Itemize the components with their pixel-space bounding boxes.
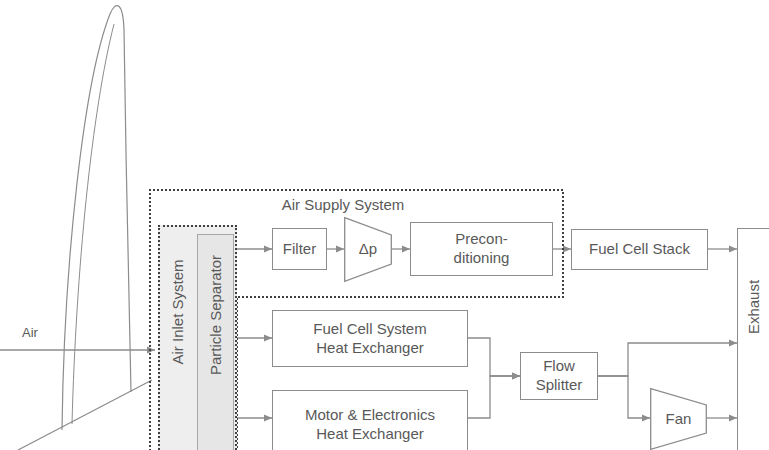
- flow-connector: [327, 248, 344, 249]
- box-label: Filter: [283, 240, 316, 259]
- box-label: Flow Splitter: [526, 357, 592, 395]
- box-label: Fuel Cell Stack: [589, 240, 690, 259]
- flow-connector: [234, 337, 272, 338]
- fan-symbol: Fan: [650, 388, 707, 450]
- vertical-label: Particle Separator: [207, 255, 225, 375]
- flow-connector: [468, 376, 520, 418]
- strut-inner-line: [72, 24, 114, 424]
- vertical-label: Air Inlet System: [169, 259, 187, 364]
- box-label: Δp: [359, 240, 377, 259]
- exhaust-box: Exhaust: [737, 228, 769, 450]
- process-box: Filter: [272, 228, 327, 270]
- flow-connector: [234, 417, 272, 418]
- strut-outline: [62, 6, 131, 430]
- flow-connector: [392, 248, 410, 249]
- process-box: Flow Splitter: [520, 352, 598, 400]
- trapezoid-shape: [651, 389, 707, 450]
- inlet-group: Air Inlet System Particle Separator: [158, 225, 237, 450]
- flow-connector: [234, 248, 272, 249]
- vertical-label: Exhaust: [745, 280, 763, 334]
- flow-connector: [598, 343, 737, 376]
- trapezoid-shape: [345, 218, 392, 282]
- flow-connector: [468, 338, 520, 376]
- air-arrow: [0, 349, 155, 350]
- heat-exchanger-box: Fuel Cell System Heat Exchanger: [272, 310, 468, 367]
- flow-connector: [708, 248, 737, 249]
- box-label: Fuel Cell System Heat Exchanger: [300, 320, 440, 358]
- process-box: Precon- ditioning: [410, 222, 553, 276]
- flow-connector: [598, 376, 650, 418]
- compressor-symbol: Δp: [344, 217, 392, 282]
- heat-exchanger-box: Motor & Electronics Heat Exchanger: [272, 390, 468, 450]
- wing-line: [18, 380, 152, 450]
- flow-label: Air: [22, 325, 38, 341]
- box-label: Precon- ditioning: [442, 230, 522, 268]
- box-label: Motor & Electronics Heat Exchanger: [300, 406, 440, 444]
- process-box: Fuel Cell Stack: [571, 229, 708, 270]
- box-label: Fan: [666, 410, 692, 429]
- flow-connector: [707, 417, 737, 418]
- separator-box: Particle Separator: [197, 234, 234, 450]
- group-title: Air Supply System: [282, 196, 405, 215]
